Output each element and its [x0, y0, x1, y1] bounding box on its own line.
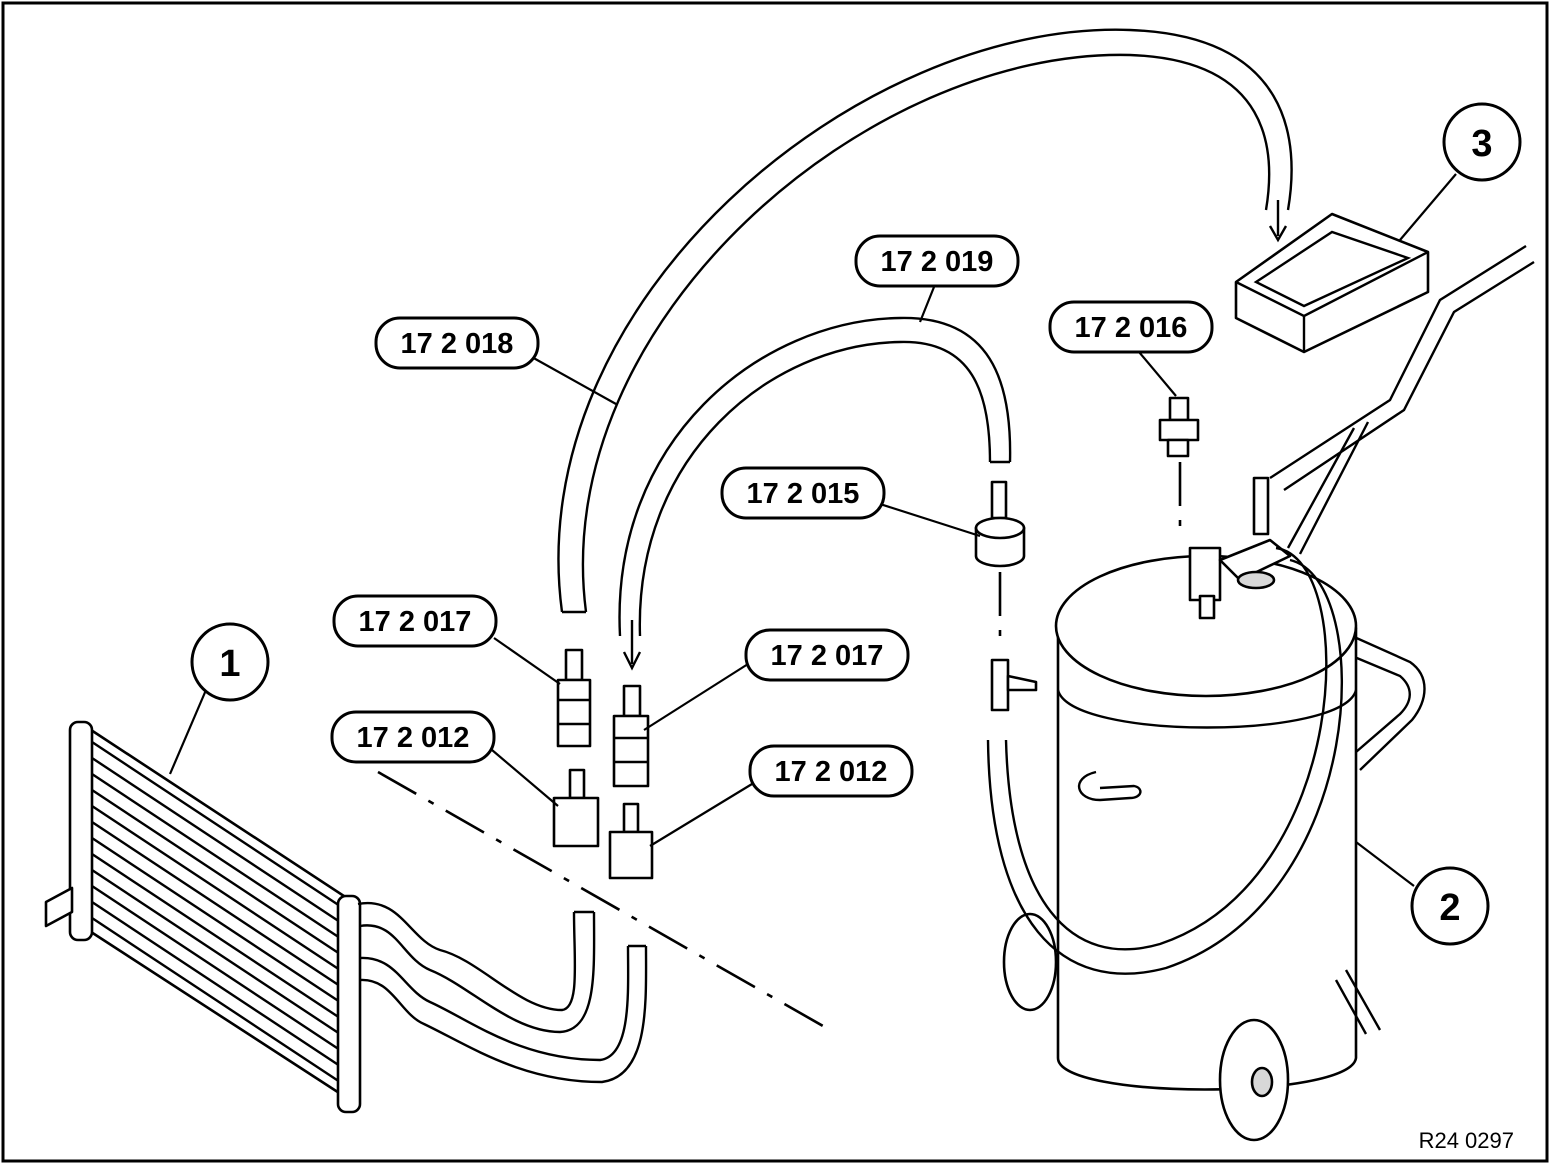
fitting-17-2-012-left	[552, 768, 600, 848]
label-17-2-016: 17 2 016	[1048, 300, 1214, 354]
alignment-line	[377, 770, 831, 1032]
label-17-2-015: 17 2 015	[720, 466, 886, 520]
hose-17-2-018	[557, 28, 1293, 614]
oil-cooler	[44, 720, 648, 1114]
hose-17-2-019	[618, 316, 1012, 671]
svg-text:17 2 012: 17 2 012	[357, 722, 470, 754]
cooler-fin	[91, 900, 341, 1068]
cooler-fin	[91, 820, 341, 988]
oil-extractor	[986, 244, 1535, 1142]
callout-1: 1	[190, 622, 270, 702]
svg-text:17 2 012: 17 2 012	[775, 756, 888, 788]
label-17-2-012-left: 17 2 012	[330, 710, 496, 764]
label-17-2-019: 17 2 019	[854, 234, 1020, 288]
cooler-fin	[91, 804, 341, 972]
leader-lines	[168, 173, 1457, 887]
label-17-2-018: 17 2 018	[374, 316, 540, 370]
cooler-fin	[91, 916, 341, 1084]
coupling-17-2-017-right	[612, 684, 650, 788]
cooler-fin	[91, 884, 341, 1052]
label-17-2-017-left: 17 2 017	[332, 594, 498, 648]
cooler-fin	[91, 788, 341, 956]
callout-2: 2	[1410, 866, 1490, 946]
cooler-fin	[91, 772, 341, 940]
reference-code: R24 0297	[1419, 1128, 1514, 1153]
adapter-17-2-015	[974, 480, 1026, 640]
svg-text:3: 3	[1471, 123, 1492, 165]
svg-text:17 2 017: 17 2 017	[359, 606, 472, 638]
svg-text:17 2 019: 17 2 019	[881, 246, 994, 278]
drip-tray	[1234, 212, 1430, 354]
fitting-17-2-012-right	[608, 802, 654, 880]
cooler-fin	[91, 740, 341, 908]
coupling-17-2-017-left	[556, 648, 592, 748]
adapter-17-2-016	[1158, 396, 1200, 530]
cooler-fin	[91, 852, 341, 1020]
svg-text:17 2 016: 17 2 016	[1075, 312, 1188, 344]
svg-text:1: 1	[219, 643, 240, 685]
svg-text:2: 2	[1439, 887, 1460, 929]
cooler-fin	[91, 868, 341, 1036]
callout-3: 3	[1442, 102, 1522, 182]
svg-text:17 2 015: 17 2 015	[747, 478, 860, 510]
cooler-fins	[91, 740, 341, 1084]
label-17-2-017-right: 17 2 017	[744, 628, 910, 682]
cooler-fin	[91, 836, 341, 1004]
svg-text:17 2 018: 17 2 018	[401, 328, 514, 360]
svg-text:17 2 017: 17 2 017	[771, 640, 884, 672]
label-17-2-012-right: 17 2 012	[748, 744, 914, 798]
cooler-fin	[91, 756, 341, 924]
